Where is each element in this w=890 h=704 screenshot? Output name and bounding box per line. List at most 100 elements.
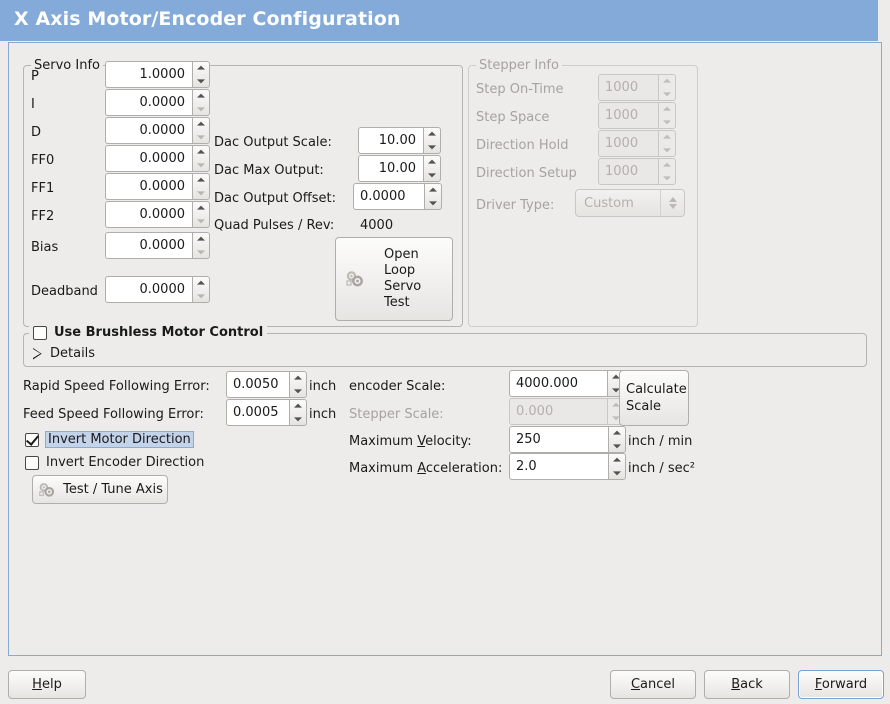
servo-spin-p[interactable]: 1.0000 — [105, 61, 210, 88]
spin-up-icon[interactable] — [609, 427, 625, 440]
dac-max-output-spin[interactable]: 10.00 — [358, 155, 441, 182]
spin-down-icon[interactable] — [193, 159, 209, 172]
spin-down-icon[interactable] — [290, 385, 306, 398]
servo-spin-d[interactable]: 0.0000 — [105, 117, 210, 144]
forward-button[interactable]: Forward — [798, 670, 884, 699]
spin-down-icon[interactable] — [425, 197, 441, 210]
spin-down-icon[interactable] — [193, 75, 209, 88]
encoder-scale-spin[interactable]: 4000.000 — [509, 370, 625, 397]
dac-output-offset-value[interactable]: 0.0000 — [353, 183, 424, 210]
maximum-velocity-value[interactable]: 250 — [509, 426, 608, 453]
test-tune-axis-button[interactable]: Test / Tune Axis — [32, 475, 168, 504]
open-loop-servo-test-button[interactable]: Open Loop Servo Test — [335, 237, 453, 321]
servo-spin-ff1-buttons[interactable] — [192, 173, 210, 200]
maximum-acceleration-value[interactable]: 2.0 — [509, 453, 608, 480]
servo-spin-ff2[interactable]: 0.0000 — [105, 201, 210, 228]
spin-down-icon[interactable] — [193, 131, 209, 144]
details-expander[interactable]: Details — [33, 346, 95, 361]
use-brushless-motor-control-checkbox[interactable]: Use Brushless Motor Control — [29, 325, 268, 340]
maximum-acceleration-buttons[interactable] — [608, 453, 626, 480]
dac-output-scale-buttons[interactable] — [423, 127, 441, 154]
spin-up-icon[interactable] — [193, 146, 209, 159]
spin-up-icon[interactable] — [193, 233, 209, 246]
rapid-speed-following-error-spin[interactable]: 0.0050 — [226, 371, 307, 398]
chevron-right-icon[interactable] — [33, 348, 42, 360]
servo-spin-ff0-buttons[interactable] — [192, 145, 210, 172]
checkbox-box[interactable] — [25, 455, 39, 470]
feed-speed-following-error-spin[interactable]: 0.0005 — [226, 399, 307, 426]
servo-spin-ff0[interactable]: 0.0000 — [105, 145, 210, 172]
quad-pulses-label: Quad Pulses / Rev: — [214, 218, 335, 233]
checkbox-box[interactable] — [33, 325, 47, 340]
servo-spin-bias-buttons[interactable] — [192, 232, 210, 259]
spin-down-icon — [659, 172, 675, 185]
servo-spin-deadband[interactable]: 0.0000 — [105, 276, 210, 303]
invert-motor-direction-checkbox[interactable]: Invert Motor Direction — [25, 431, 194, 448]
max-accel-label-mnemonic: A — [417, 461, 426, 476]
servo-spin-bias-value[interactable]: 0.0000 — [105, 232, 192, 259]
servo-spin-p-value[interactable]: 1.0000 — [105, 61, 192, 88]
spin-up-icon[interactable] — [424, 156, 440, 169]
spin-up-icon[interactable] — [290, 400, 306, 413]
spin-up-icon[interactable] — [193, 277, 209, 290]
spin-down-icon[interactable] — [609, 467, 625, 480]
dac-output-scale-value[interactable]: 10.00 — [358, 127, 423, 154]
invert-encoder-direction-checkbox[interactable]: Invert Encoder Direction — [25, 455, 204, 470]
maximum-velocity-buttons[interactable] — [608, 426, 626, 453]
step-on-time-buttons — [658, 74, 676, 101]
servo-spin-deadband-buttons[interactable] — [192, 276, 210, 303]
servo-spin-i-value[interactable]: 0.0000 — [105, 89, 192, 116]
feed-speed-following-error-value[interactable]: 0.0005 — [226, 399, 289, 426]
direction-hold-label: Direction Hold — [476, 138, 569, 153]
spin-up-icon[interactable] — [193, 118, 209, 131]
servo-spin-i[interactable]: 0.0000 — [105, 89, 210, 116]
spin-down-icon[interactable] — [424, 141, 440, 154]
feed-spin-buttons[interactable] — [289, 399, 307, 426]
spin-up-icon[interactable] — [193, 174, 209, 187]
encoder-scale-value[interactable]: 4000.000 — [509, 370, 607, 397]
spin-down-icon[interactable] — [424, 169, 440, 182]
maximum-velocity-spin[interactable]: 250 — [509, 426, 626, 453]
servo-spin-d-buttons[interactable] — [192, 117, 210, 144]
servo-spin-p-buttons[interactable] — [192, 61, 210, 88]
servo-spin-i-buttons[interactable] — [192, 89, 210, 116]
servo-spin-ff2-value[interactable]: 0.0000 — [105, 201, 192, 228]
spin-down-icon[interactable] — [193, 215, 209, 228]
dac-output-offset-buttons[interactable] — [424, 183, 442, 210]
checkbox-box[interactable] — [25, 432, 39, 447]
servo-spin-ff1[interactable]: 0.0000 — [105, 173, 210, 200]
rapid-speed-following-error-value[interactable]: 0.0050 — [226, 371, 289, 398]
servo-spin-ff0-value[interactable]: 0.0000 — [105, 145, 192, 172]
spin-up-icon[interactable] — [609, 454, 625, 467]
dac-output-offset-spin[interactable]: 0.0000 — [353, 183, 442, 210]
back-button[interactable]: Back — [704, 670, 790, 699]
spin-up-icon[interactable] — [424, 128, 440, 141]
spin-down-icon[interactable] — [193, 290, 209, 303]
servo-spin-deadband-value[interactable]: 0.0000 — [105, 276, 192, 303]
spin-up-icon[interactable] — [290, 372, 306, 385]
content-panel: Servo Info P 1.0000 I 0.0000 D 0.0000 FF… — [8, 42, 882, 656]
servo-spin-ff2-buttons[interactable] — [192, 201, 210, 228]
spin-down-icon[interactable] — [193, 103, 209, 116]
spin-up-icon — [659, 75, 675, 88]
spin-up-icon[interactable] — [193, 62, 209, 75]
maximum-acceleration-spin[interactable]: 2.0 — [509, 453, 626, 480]
dac-max-output-value[interactable]: 10.00 — [358, 155, 423, 182]
dac-max-output-buttons[interactable] — [423, 155, 441, 182]
servo-spin-d-value[interactable]: 0.0000 — [105, 117, 192, 144]
cancel-button[interactable]: Cancel — [610, 670, 696, 699]
calculate-scale-button[interactable]: Calculate Scale — [619, 370, 689, 426]
spin-down-icon[interactable] — [290, 413, 306, 426]
servo-spin-ff1-value[interactable]: 0.0000 — [105, 173, 192, 200]
servo-info-frame-label: Servo Info — [31, 59, 103, 72]
spin-up-icon[interactable] — [425, 184, 441, 197]
help-button[interactable]: Help — [8, 670, 86, 699]
spin-down-icon[interactable] — [193, 246, 209, 259]
spin-down-icon[interactable] — [609, 440, 625, 453]
spin-down-icon[interactable] — [193, 187, 209, 200]
spin-up-icon[interactable] — [193, 90, 209, 103]
rapid-spin-buttons[interactable] — [289, 371, 307, 398]
dac-output-scale-spin[interactable]: 10.00 — [358, 127, 441, 154]
servo-spin-bias[interactable]: 0.0000 — [105, 232, 210, 259]
spin-up-icon[interactable] — [193, 202, 209, 215]
